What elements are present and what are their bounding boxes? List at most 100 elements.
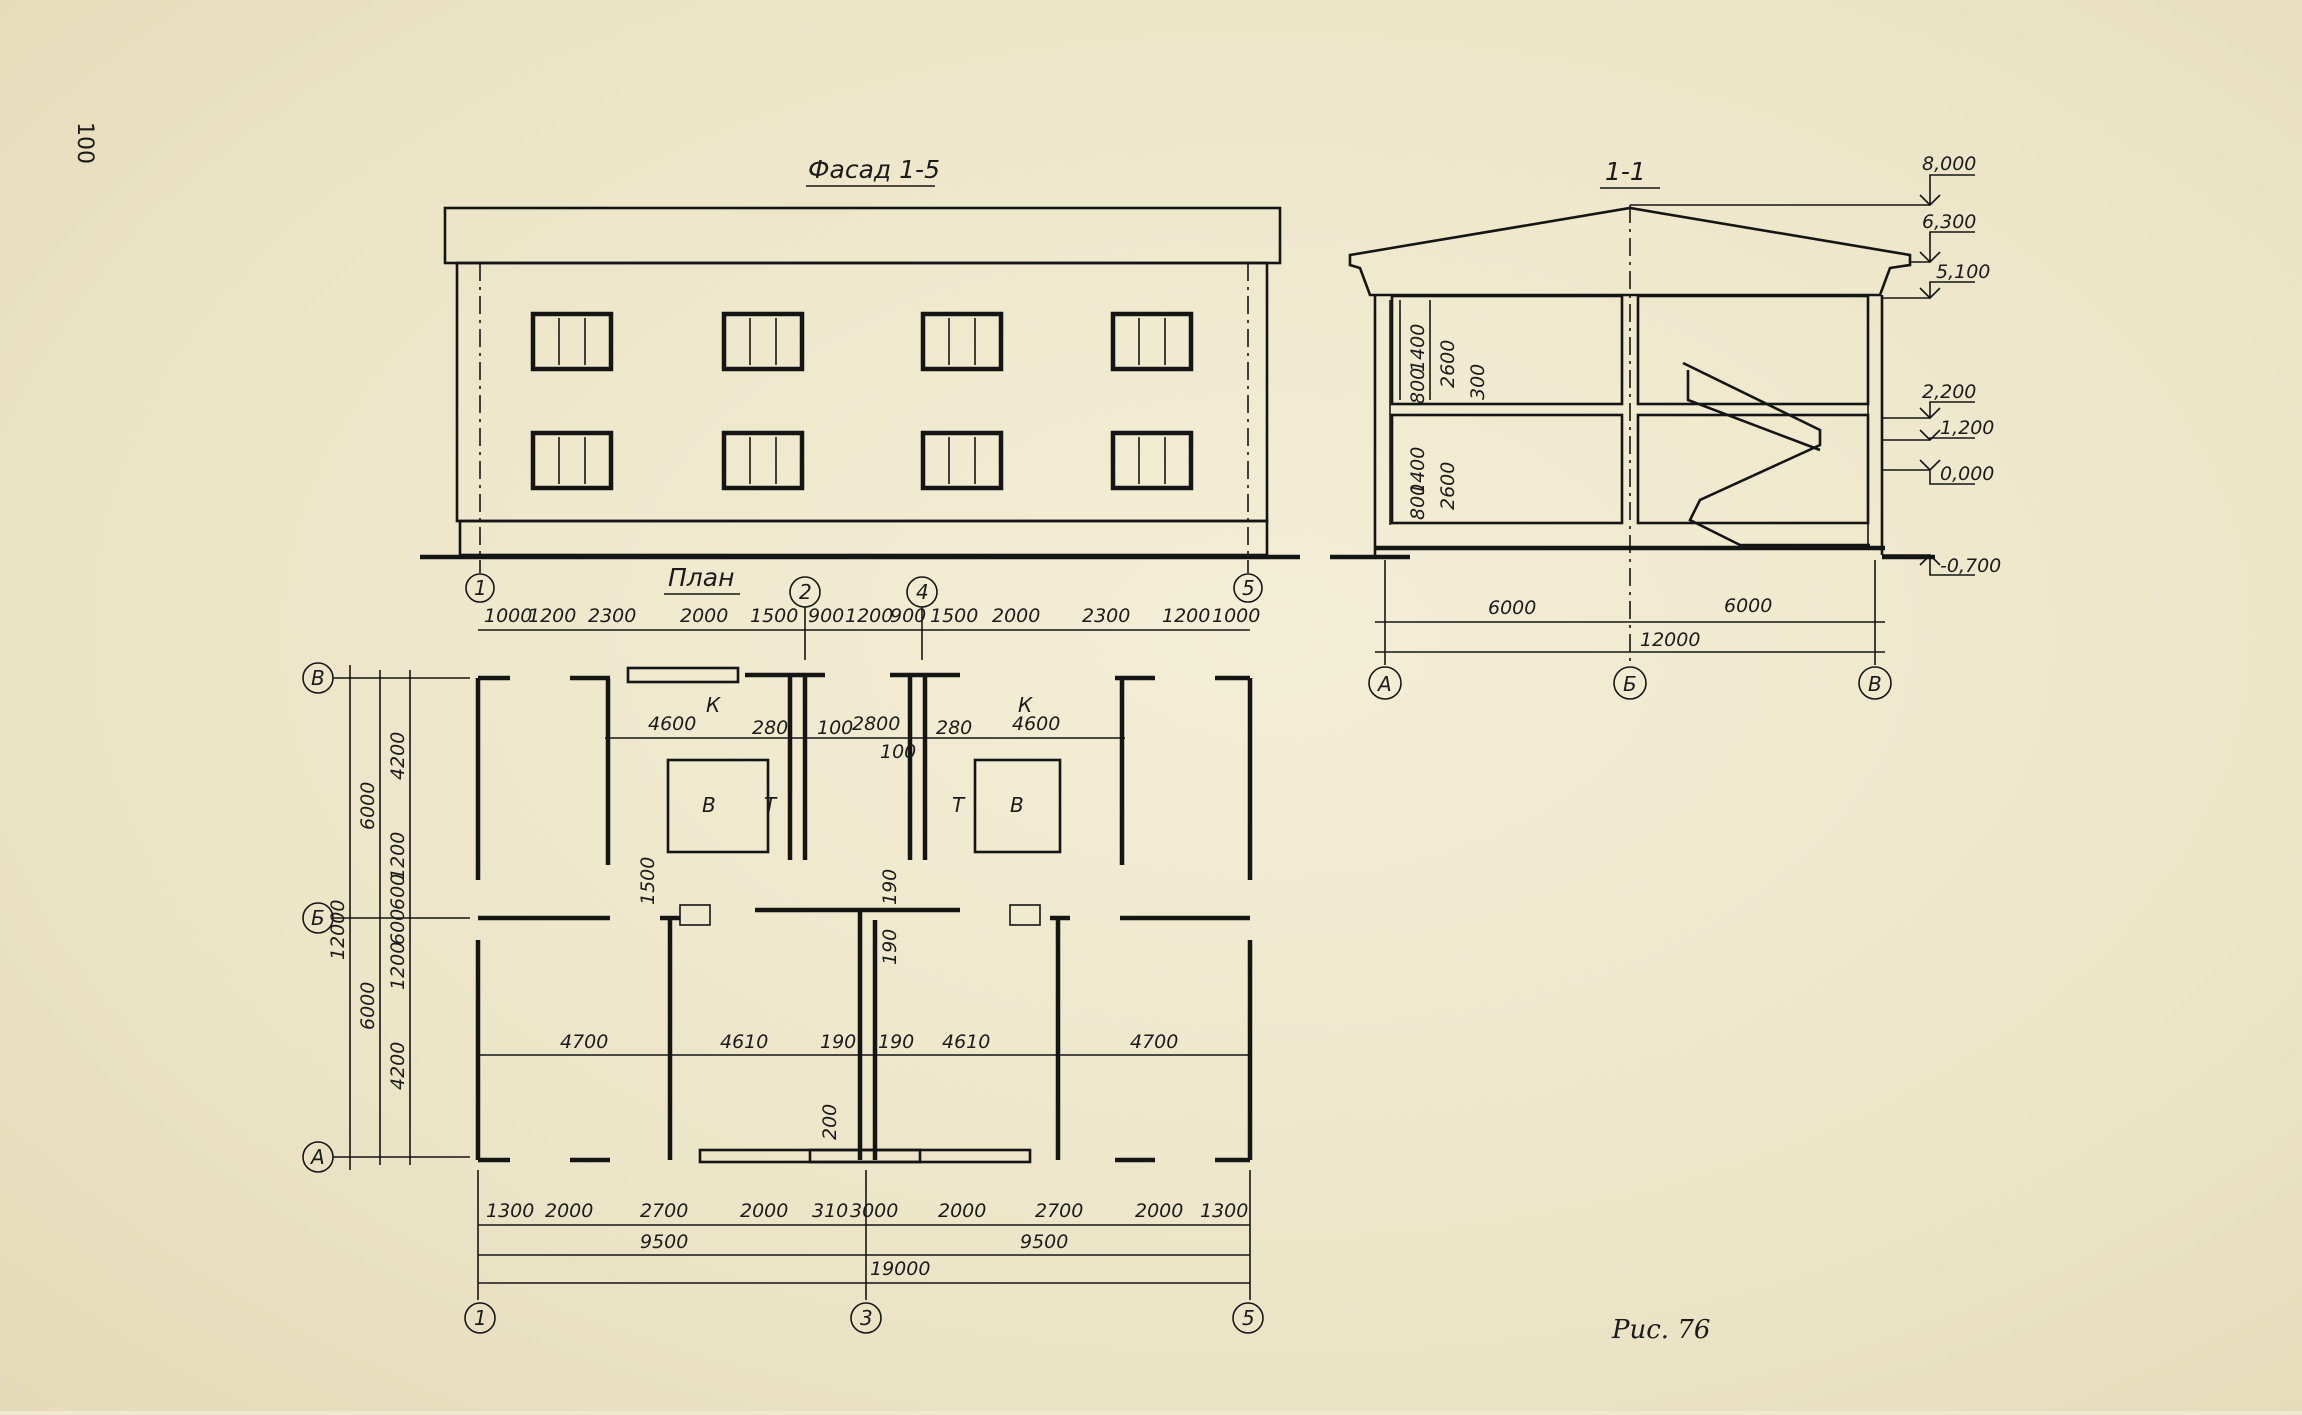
section-span-dim: 6000 bbox=[1488, 597, 1536, 619]
dim: 4700 bbox=[560, 1031, 608, 1053]
dim: 190 bbox=[820, 1031, 856, 1053]
level-mark-label: -0,700 bbox=[1940, 555, 2001, 577]
dim: 4200 bbox=[387, 1042, 409, 1090]
section-total-dim: 12000 bbox=[1640, 629, 1700, 651]
dim: 12000 bbox=[327, 900, 349, 960]
facade-title: Фасад 1-5 bbox=[808, 155, 940, 184]
dim: 280 bbox=[752, 717, 788, 739]
level-mark-label: 6,300 bbox=[1922, 211, 1976, 233]
section-stairs bbox=[1682, 361, 1870, 547]
plan-bottom-axis-label: 3 bbox=[860, 1306, 873, 1330]
dim: 1500 bbox=[637, 857, 659, 905]
dim-floor-clear: 2600 bbox=[1437, 462, 1459, 510]
window bbox=[1110, 430, 1194, 491]
section-axis-label: В bbox=[1868, 672, 1882, 696]
section-stair-flight bbox=[1686, 370, 1821, 452]
dim: 900 bbox=[890, 605, 926, 627]
dim: 1200 bbox=[1162, 605, 1210, 627]
dim: 1500 bbox=[750, 605, 798, 627]
plan-bathroom bbox=[666, 758, 770, 854]
level-mark-label: 2,200 bbox=[1922, 381, 1976, 403]
plan-view: План 2 4 1000 1200 2300 2000 1500 900 12… bbox=[302, 563, 1264, 1334]
dim: 1500 bbox=[930, 605, 978, 627]
dim: 100 bbox=[880, 741, 916, 763]
dim-window-height: 1400 bbox=[1407, 447, 1429, 495]
section-room-lower-right bbox=[1636, 413, 1870, 525]
room-label: К bbox=[706, 693, 721, 717]
plan-top-axis-label: 4 bbox=[916, 580, 929, 604]
plan-bottom-axis-bubble bbox=[1232, 1302, 1264, 1334]
window bbox=[1110, 311, 1194, 372]
dim: 2300 bbox=[588, 605, 636, 627]
dim: 900 bbox=[808, 605, 844, 627]
plan-bottom-dims: 1300 2000 2700 2000 310 3000 2000 2700 2… bbox=[486, 1200, 1248, 1222]
plan-bottom-axis-bubble bbox=[464, 1302, 496, 1334]
dim: 4610 bbox=[942, 1031, 990, 1053]
room-label: К bbox=[1018, 693, 1033, 717]
facade-view: Фасад 1-5 bbox=[420, 155, 1300, 603]
dim: 4600 bbox=[648, 713, 696, 735]
facade-wall bbox=[455, 261, 1269, 523]
level-mark-label: 8,000 bbox=[1922, 153, 1976, 175]
dim: 19000 bbox=[870, 1258, 930, 1280]
plan-vestibule bbox=[1009, 904, 1041, 926]
plan-window bbox=[808, 1148, 1032, 1164]
plan-window bbox=[626, 666, 740, 684]
dim-sill: 800 bbox=[1407, 368, 1429, 404]
dim: 190 bbox=[879, 929, 901, 965]
facade-axis-label: 5 bbox=[1242, 576, 1255, 600]
section-room-upper-right bbox=[1636, 294, 1870, 406]
dim: 2000 bbox=[992, 605, 1040, 627]
dim: 1300 bbox=[1200, 1200, 1248, 1222]
dim: 2300 bbox=[1082, 605, 1130, 627]
dim: 9500 bbox=[640, 1231, 688, 1253]
facade-axis-bubble bbox=[465, 573, 495, 603]
dim: 1000 bbox=[484, 605, 532, 627]
dim: 1200 bbox=[528, 605, 576, 627]
window bbox=[721, 430, 805, 491]
dim: 2000 bbox=[680, 605, 728, 627]
plan-side-axis-label: А bbox=[309, 1145, 325, 1169]
dim: 4700 bbox=[1130, 1031, 1178, 1053]
section-axis-label: А bbox=[1376, 672, 1392, 696]
dim: 600 bbox=[387, 874, 409, 910]
room-label: В bbox=[1010, 793, 1024, 817]
dim: 600 bbox=[387, 909, 409, 945]
plan-side-axis-label: В bbox=[311, 666, 325, 690]
dim: 1200 bbox=[845, 605, 893, 627]
level-mark-label: 0,000 bbox=[1940, 463, 1994, 485]
dim: 4600 bbox=[1012, 713, 1060, 735]
plan-vestibule bbox=[679, 904, 711, 926]
plan-bottom-axis-label: 1 bbox=[474, 1306, 487, 1330]
page-number: 100 bbox=[72, 122, 97, 164]
dim: 190 bbox=[878, 1031, 914, 1053]
dim: 200 bbox=[819, 1104, 841, 1140]
facade-roof bbox=[443, 206, 1282, 265]
dim: 1000 bbox=[1212, 605, 1260, 627]
level-marks: 8,000 6,300 5,100 2,200 1,200 0,000 -0,7… bbox=[1630, 153, 2001, 577]
facade-plinth bbox=[458, 519, 1269, 557]
dim: 2000 bbox=[938, 1200, 986, 1222]
level-mark-label: 1,200 bbox=[1940, 417, 1994, 439]
dim: 190 bbox=[879, 869, 901, 905]
section-roof bbox=[1348, 206, 1912, 297]
dim: 6000 bbox=[357, 782, 379, 830]
plan-top-dims: 1000 1200 2300 2000 1500 900 1200 900 15… bbox=[484, 605, 1260, 627]
plan-bathroom bbox=[973, 758, 1062, 854]
room-label: Т bbox=[952, 793, 966, 817]
dim: 2700 bbox=[640, 1200, 688, 1222]
dim: 3000 bbox=[850, 1200, 898, 1222]
section-room-upper-left bbox=[1390, 294, 1624, 406]
facade-windows-lower bbox=[530, 430, 1194, 491]
dim: 2000 bbox=[740, 1200, 788, 1222]
section-room-lower-left bbox=[1390, 413, 1624, 525]
facade-axis-bubble bbox=[1233, 573, 1263, 603]
section-title: 1-1 bbox=[1605, 157, 1646, 186]
window bbox=[920, 430, 1004, 491]
facade-windows-upper bbox=[530, 311, 1194, 372]
dim: 100 bbox=[817, 717, 853, 739]
dim: 6000 bbox=[357, 982, 379, 1030]
facade-axis-label: 1 bbox=[474, 576, 487, 600]
